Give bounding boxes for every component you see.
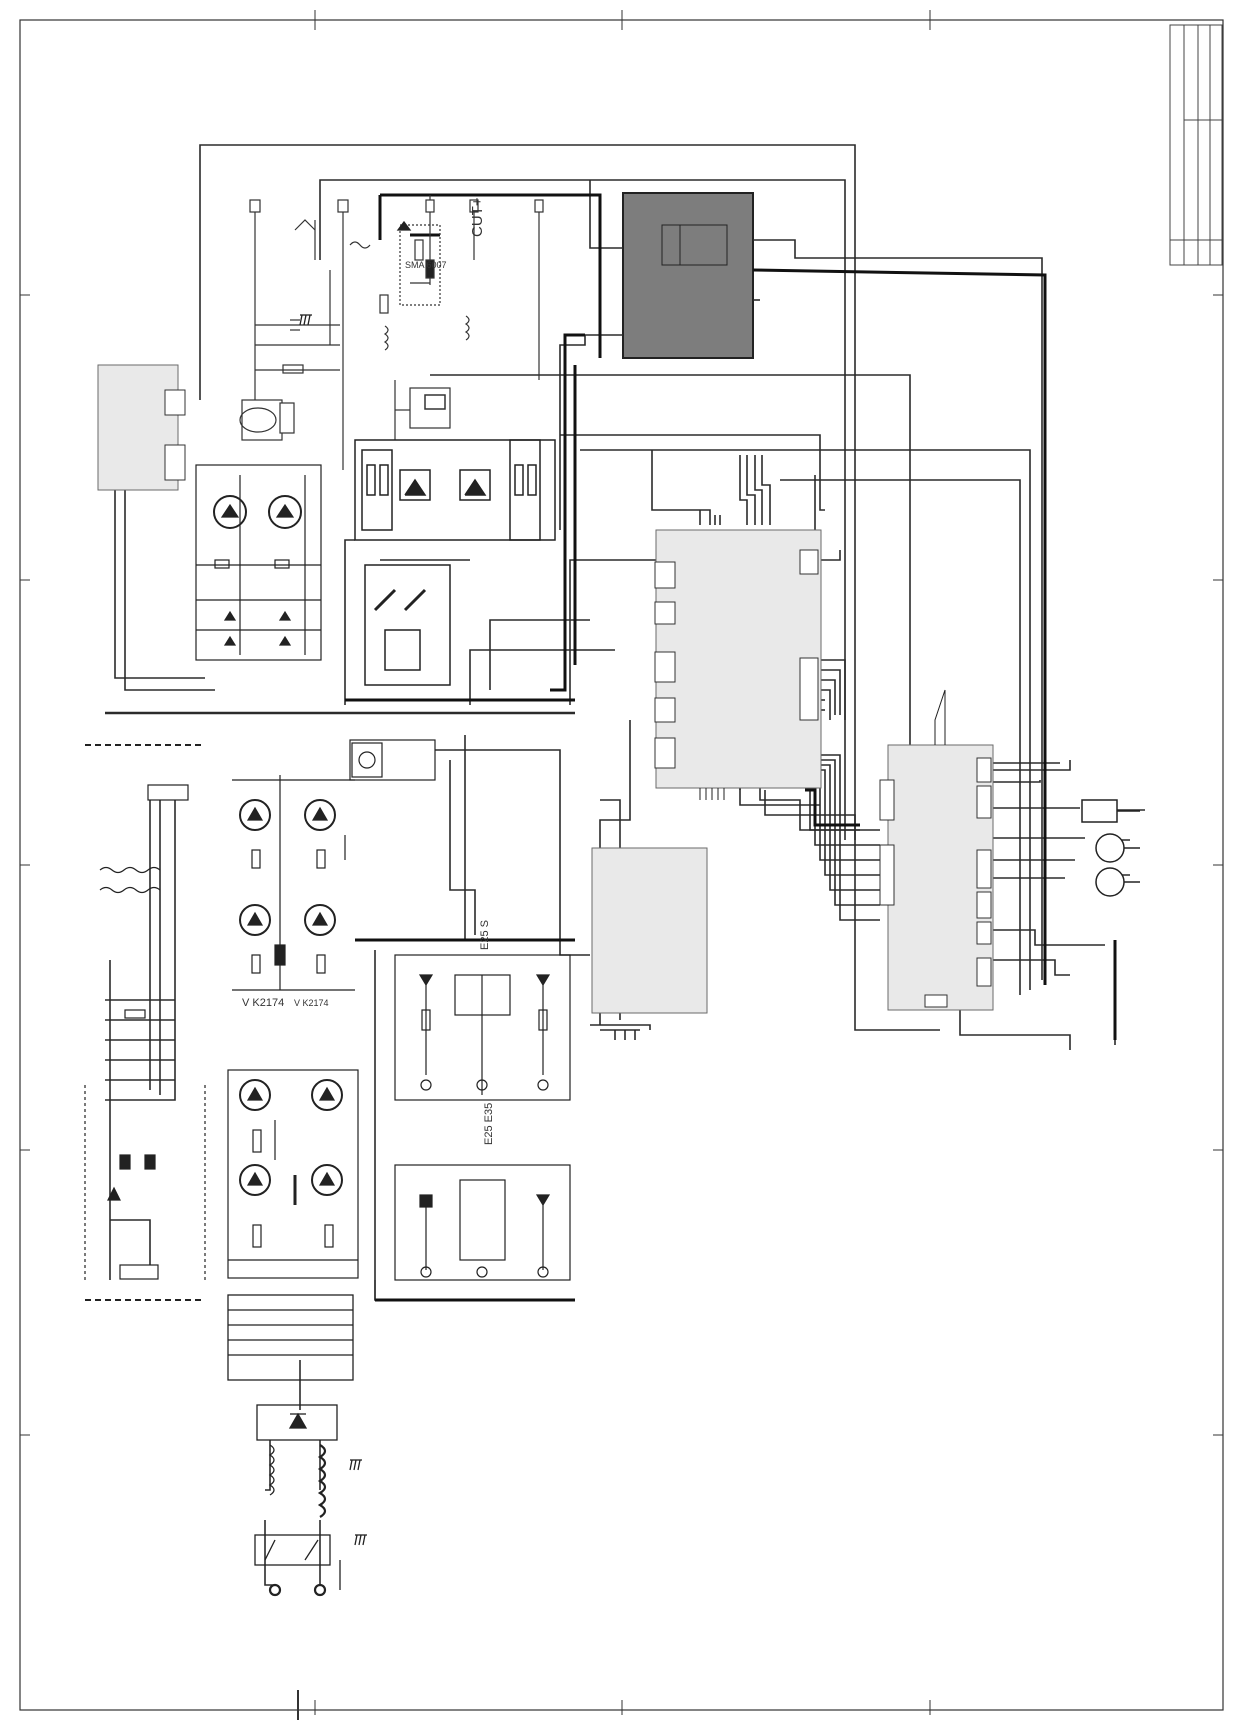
upper-power-components — [239, 195, 544, 470]
cut-label: CUT+ — [469, 197, 486, 237]
lower-transistor-block — [227, 1069, 359, 1279]
labels: CUT+ V K2174 V K2174 E25 S E25 E35 SMA 6… — [242, 197, 495, 1145]
motor-icon — [1081, 799, 1140, 897]
power-entry — [227, 1294, 354, 1597]
heavy-wiring — [345, 193, 1117, 1302]
dark-module — [622, 192, 754, 359]
middle-transistor-column — [232, 739, 436, 991]
vk-label-2: V K2174 — [294, 998, 329, 1008]
e25-e35-label: E25 E35 — [483, 1103, 495, 1145]
ground-icon — [299, 220, 412, 1546]
vk-label-1: V K2174 — [242, 997, 284, 1009]
upper-transistor-array — [195, 464, 322, 661]
e25-label: E25 S — [479, 920, 491, 950]
relay-switch-block — [354, 439, 556, 686]
drawing-frame — [19, 10, 1224, 1720]
title-block — [1169, 24, 1223, 266]
left-control-board — [97, 364, 186, 491]
transformer-area — [374, 954, 571, 1300]
filter-block — [84, 744, 206, 1301]
motor-driver-board — [879, 689, 994, 1011]
display-board — [591, 847, 708, 1014]
main-control-board — [654, 529, 822, 800]
sma-label: SMA 6007 — [405, 260, 447, 270]
